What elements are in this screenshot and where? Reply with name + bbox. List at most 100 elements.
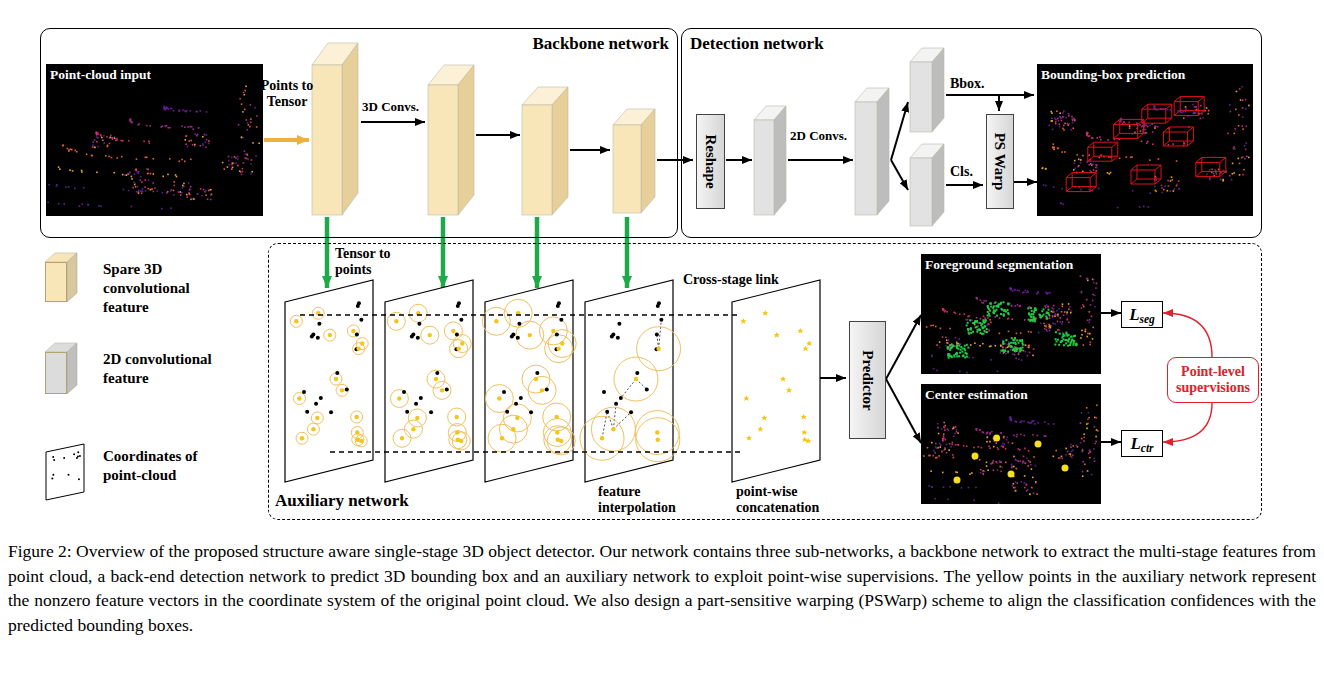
legend-point	[63, 457, 65, 459]
lidar-point	[190, 110, 192, 112]
lidar-point	[1152, 131, 1154, 133]
lidar-point	[1078, 165, 1080, 167]
feature-point	[359, 439, 363, 443]
lidar-point	[1178, 180, 1180, 182]
lidar-point	[1052, 315, 1054, 317]
lidar-point	[1061, 188, 1063, 190]
lidar-point	[1063, 110, 1065, 112]
lidar-point	[1000, 352, 1002, 354]
lidar-point	[1086, 135, 1088, 137]
lidar-point	[1082, 344, 1084, 346]
annotation-label: feature interpolation	[598, 484, 694, 516]
raw-point	[610, 335, 614, 339]
lidar-point	[1002, 347, 1004, 349]
lidar-point	[1016, 436, 1018, 438]
lidar-point	[190, 199, 192, 201]
lidar-point	[169, 158, 171, 160]
lidar-point	[989, 433, 991, 435]
lidar-point	[1057, 313, 1059, 315]
lidar-point	[1082, 171, 1084, 173]
feature-point	[740, 318, 746, 324]
raw-point	[456, 304, 460, 308]
feature-point	[459, 439, 463, 443]
lidar-point	[999, 461, 1001, 463]
lidar-point	[995, 316, 997, 318]
lidar-point	[248, 124, 250, 126]
lidar-point	[1067, 451, 1069, 453]
lidar-point	[194, 133, 196, 135]
lidar-point	[235, 157, 237, 159]
lidar-point	[91, 155, 93, 157]
foreground-point	[987, 311, 989, 313]
foreground-point	[1014, 338, 1016, 340]
lidar-point	[134, 173, 136, 175]
lidar-point	[976, 297, 978, 299]
lidar-point	[244, 150, 246, 152]
lidar-point	[1026, 490, 1028, 492]
lidar-point	[958, 444, 960, 446]
foreground-point	[1057, 339, 1059, 341]
feature-point	[297, 396, 301, 400]
lidar-point	[989, 432, 991, 434]
lidar-point	[1016, 460, 1018, 462]
lidar-point	[1155, 191, 1157, 193]
foreground-point	[1068, 338, 1070, 340]
foreground-point	[981, 333, 983, 335]
raw-point	[359, 318, 363, 322]
lidar-point	[956, 342, 958, 344]
lidar-point	[964, 313, 966, 315]
lidar-point	[1068, 309, 1070, 311]
foreground-point	[947, 347, 949, 349]
lidar-point	[166, 107, 168, 109]
lidar-point	[982, 343, 984, 345]
lidar-point	[1200, 105, 1202, 107]
lidar-point	[186, 135, 188, 137]
lidar-point	[136, 158, 138, 160]
lidar-point	[929, 455, 931, 457]
lidar-point	[189, 193, 191, 195]
feature-point	[761, 415, 767, 421]
lidar-point	[1072, 122, 1074, 124]
lidar-point	[167, 174, 169, 176]
legend-point	[68, 474, 70, 476]
foreground-point	[990, 302, 992, 304]
lidar-point	[942, 309, 944, 311]
lidar-point	[94, 139, 96, 141]
raw-point	[356, 304, 360, 308]
receptive-field	[311, 412, 323, 424]
lidar-point	[930, 470, 932, 472]
legend-text: 2D convolutional feature	[103, 350, 215, 388]
lidar-point	[1081, 334, 1083, 336]
lidar-point	[1023, 421, 1025, 423]
lidar-point	[1052, 129, 1054, 131]
lidar-point	[147, 169, 149, 171]
lidar-point	[1056, 110, 1058, 112]
lidar-point	[979, 429, 981, 431]
lidar-point	[1023, 482, 1025, 484]
lidar-point	[1011, 464, 1013, 466]
image-title: Point-cloud input	[50, 67, 151, 83]
raw-point	[316, 336, 320, 340]
lidar-point	[96, 132, 98, 134]
lidar-point	[195, 111, 197, 113]
lidar-point	[1233, 133, 1235, 135]
lidar-point	[1027, 355, 1029, 357]
lidar-point	[1032, 355, 1034, 357]
feature-point	[801, 414, 807, 420]
lidar-point	[990, 359, 992, 361]
lidar-point	[1214, 169, 1216, 171]
raw-point	[510, 335, 514, 339]
lidar-point	[1020, 434, 1022, 436]
supervision-label: Point-level supervisions	[1172, 364, 1254, 396]
foreground-point	[981, 326, 983, 328]
lidar-point	[970, 344, 972, 346]
lidar-point	[122, 174, 124, 176]
lidar-point	[1085, 329, 1087, 331]
lidar-point	[1174, 188, 1176, 190]
lidar-point	[933, 368, 935, 370]
foreground-point	[1069, 344, 1071, 346]
foreground-point	[966, 353, 968, 355]
lidar-point	[1073, 118, 1075, 120]
lidar-point	[1030, 331, 1032, 333]
